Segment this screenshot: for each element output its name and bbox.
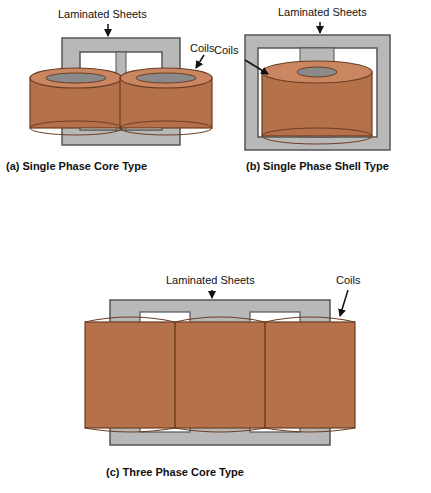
part-label: Coils (190, 42, 214, 55)
part-label: Coils (336, 274, 360, 287)
leader-arrow (245, 60, 268, 74)
coil (85, 322, 355, 428)
figure-caption: (c) Three Phase Core Type (106, 466, 244, 479)
three-phase-transformer (85, 300, 355, 445)
part-label: Coils (214, 44, 238, 57)
part-label: Laminated Sheets (58, 8, 147, 21)
shell-type-transformer (245, 35, 390, 150)
leader-arrow (196, 55, 204, 68)
leader-arrow (340, 290, 348, 316)
leader-arrow (211, 290, 213, 298)
core-type-transformer (30, 38, 212, 145)
leader-arrow (319, 22, 321, 33)
figure-caption: (b) Single Phase Shell Type (246, 160, 389, 173)
part-label: Laminated Sheets (278, 6, 367, 19)
leader-arrow (107, 24, 109, 36)
part-label: Laminated Sheets (166, 274, 255, 287)
figure-caption: (a) Single Phase Core Type (6, 160, 147, 173)
